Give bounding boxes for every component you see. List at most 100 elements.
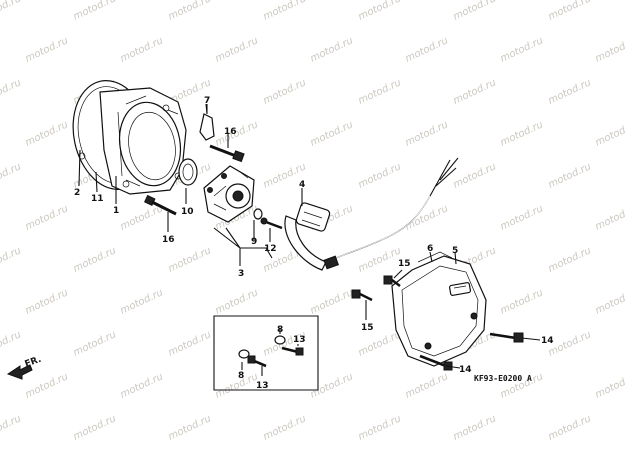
watermark-text: motod.ru (72, 0, 118, 23)
watermark-text: motod.ru (404, 203, 450, 232)
watermark-text: motod.ru (24, 287, 70, 316)
watermark-text: motod.ru (594, 371, 625, 400)
watermark-text: motod.ru (24, 203, 70, 232)
watermark-text: motod.ru (499, 287, 545, 316)
watermark-text: motod.ru (547, 77, 593, 106)
watermark-text: motod.ru (167, 245, 213, 274)
watermark-text: motod.ru (24, 119, 70, 148)
watermark-text: motod.ru (357, 77, 403, 106)
watermark-text: motod.ru (167, 0, 213, 23)
callout-15-lower: 15 (361, 323, 374, 333)
watermark-text: motod.ru (167, 329, 213, 358)
screw-part-12 (260, 217, 283, 230)
watermark-text: motod.ru (594, 287, 625, 316)
bolt-part-16-lower (144, 194, 177, 216)
watermark-text: motod.ru (262, 0, 308, 23)
watermark-text: motod.ru (0, 77, 23, 106)
callout-11: 11 (91, 194, 104, 204)
callout-12: 12 (264, 244, 277, 254)
watermark-text: motod.ru (452, 77, 498, 106)
watermark-text: motod.ru (357, 161, 403, 190)
watermark-text: motod.ru (262, 77, 308, 106)
watermark-text: motod.ru (262, 413, 308, 442)
watermark-text: motod.ru (452, 413, 498, 442)
watermark-text: motod.ru (214, 287, 260, 316)
callout-6: 6 (427, 244, 433, 254)
watermark-text: motod.ru (24, 35, 70, 64)
watermark-text: motod.ru (309, 35, 355, 64)
watermark-text: motod.ru (119, 35, 165, 64)
callout-3: 3 (238, 269, 244, 279)
watermark-text: motod.ru (309, 371, 355, 400)
crankcase-cover-part-1 (72, 80, 187, 195)
watermark-text: motod.ru (309, 119, 355, 148)
watermark-text: motod.ru (309, 287, 355, 316)
watermark-text: motod.ru (72, 245, 118, 274)
watermark-text: motod.ru (547, 161, 593, 190)
watermark-text: motod.ru (452, 0, 498, 23)
watermark-text: motod.ru (594, 35, 625, 64)
leader-lines (78, 104, 541, 376)
watermark-text: motod.ru (0, 413, 23, 442)
watermark-text: motod.ru (214, 371, 260, 400)
bolt-part-14-right (489, 332, 524, 343)
watermark-text: motod.ru (0, 0, 23, 23)
drawing-code: KF93-E0200 A (474, 374, 532, 383)
watermark-text: motod.ru (119, 203, 165, 232)
callout-10: 10 (181, 207, 194, 217)
callout-8-lower: 8 (238, 371, 244, 381)
watermark-text: motod.ru (404, 119, 450, 148)
callout-16-lower: 16 (162, 235, 175, 245)
watermark-text: motod.ru (214, 119, 260, 148)
watermark-text: motod.ru (594, 203, 625, 232)
watermark-text: motod.ru (499, 203, 545, 232)
callout-14-right: 14 (541, 336, 554, 346)
watermark-text: motod.ru (547, 329, 593, 358)
watermark-text: motod.ru (452, 161, 498, 190)
callout-1: 1 (113, 206, 119, 216)
callout-4: 4 (299, 180, 305, 190)
watermark-text: motod.ru (167, 413, 213, 442)
bracket-part-7 (199, 103, 215, 141)
bolt-part-16-upper (209, 144, 245, 163)
watermark-text: motod.ru (214, 35, 260, 64)
pulser-cover-part-5 (391, 251, 487, 367)
watermark-text: motod.ru (547, 413, 593, 442)
callout-9: 9 (251, 237, 257, 247)
watermark-text: motod.ru (72, 413, 118, 442)
callout-5: 5 (452, 246, 458, 256)
watermark-text: motod.ru (119, 287, 165, 316)
pulse-generator-part-4 (284, 157, 459, 271)
watermark-text: motod.ru (119, 371, 165, 400)
front-arrow-icon (6, 364, 33, 380)
watermark-text: motod.ru (499, 35, 545, 64)
watermark-text: motod.ru (0, 245, 23, 274)
watermark-text: motod.ru (357, 245, 403, 274)
washer-part-8-inset (238, 349, 250, 359)
watermark-text: motod.ru (0, 329, 23, 358)
callout-15-upper: 15 (398, 259, 411, 269)
callout-7: 7 (204, 96, 210, 106)
callout-13-lower: 13 (256, 381, 269, 391)
callout-14-bottom: 14 (459, 365, 472, 375)
watermark-text: motod.ru (547, 245, 593, 274)
callout-2: 2 (74, 188, 80, 198)
stator-assembly-part-3 (203, 165, 255, 223)
watermark-text: motod.ru (499, 119, 545, 148)
watermark-text: motod.ru (594, 119, 625, 148)
oil-seal-part-10 (178, 158, 198, 186)
callout-13-upper: 13 (293, 335, 306, 345)
bolt-part-15-lower (351, 289, 373, 302)
watermark-text: motod.ru (547, 0, 593, 23)
callout-8-upper: 8 (277, 325, 283, 335)
front-indicator-label: FR. (24, 355, 43, 370)
watermark-text: motod.ru (357, 413, 403, 442)
bolt-part-15-upper (383, 275, 401, 287)
watermark-text: motod.ru (357, 0, 403, 23)
watermark-text: motod.ru (357, 329, 403, 358)
watermark-text: motod.ru (404, 35, 450, 64)
watermark-text: motod.ru (0, 161, 23, 190)
inset-box (213, 315, 319, 391)
